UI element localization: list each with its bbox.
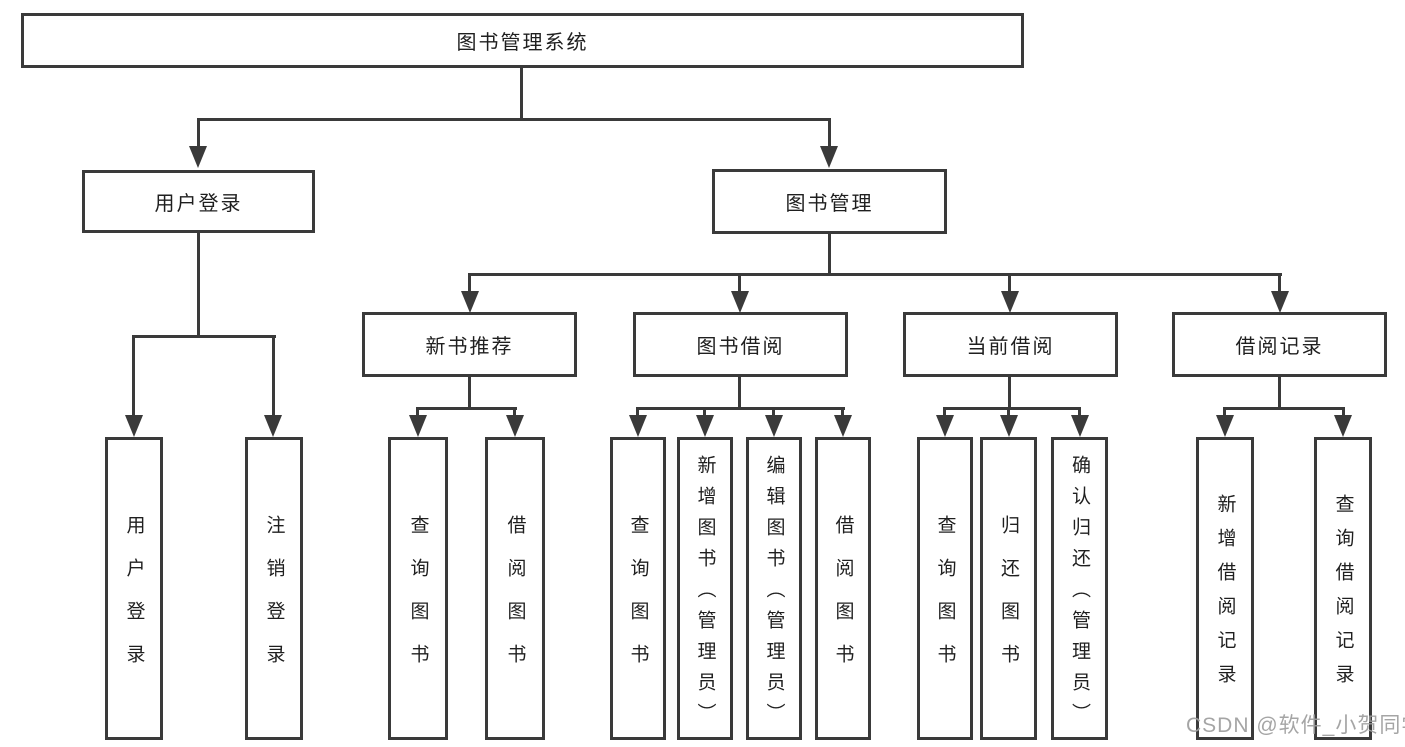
connector-leaf-stem <box>513 407 516 419</box>
arrowhead-icon <box>696 415 714 437</box>
connector-current-bar <box>943 407 1081 410</box>
connector-newbook-stem <box>468 377 471 407</box>
leaf-return-books: 归还图书 <box>980 437 1037 740</box>
connector-root-stem <box>520 68 523 118</box>
connector-leaf-stem <box>738 273 741 293</box>
node-borrow-records-label: 借阅记录 <box>1235 336 1324 358</box>
connector-borrowing-stem <box>738 377 741 407</box>
connector-records-stem <box>1278 377 1281 407</box>
leaf-query-books-3: 查询图书 <box>917 437 973 740</box>
leaf-add-borrow-record: 新增借阅记录 <box>1196 437 1254 740</box>
connector-leaf-stem <box>132 335 135 417</box>
node-user-login-label: 用户登录 <box>154 193 243 215</box>
arrowhead-icon <box>731 291 749 313</box>
connector-leaf-stem <box>772 407 775 419</box>
leaf-add-borrow-record-label: 新增借阅记录 <box>1214 494 1236 698</box>
connector-mgmt-group-stem <box>828 234 831 273</box>
arrowhead-icon <box>820 146 838 168</box>
arrowhead-icon <box>936 415 954 437</box>
node-root-label: 图书管理系统 <box>456 32 589 54</box>
csdn-watermark: CSDN @软件_小贺同学 <box>1186 714 1405 737</box>
leaf-query-books-1-label: 查询图书 <box>407 514 429 687</box>
node-user-login: 用户登录 <box>82 170 315 233</box>
leaf-borrow-books-2-label: 借阅图书 <box>832 514 854 687</box>
connector-newbook-bar <box>416 407 517 410</box>
connector-leaf-stem <box>841 407 844 419</box>
connector-current-stem <box>1008 377 1011 407</box>
connector-leaf-stem <box>416 407 419 419</box>
arrowhead-icon <box>1334 415 1352 437</box>
connector-borrowing-bar <box>636 407 845 410</box>
leaf-query-borrow-record: 查询借阅记录 <box>1314 437 1372 740</box>
leaf-add-book-admin: 新增图书（管理员） <box>677 437 733 740</box>
leaf-query-books-1: 查询图书 <box>388 437 448 740</box>
leaf-query-books-2: 查询图书 <box>610 437 666 740</box>
connector-leaf-stem <box>1223 407 1226 419</box>
leaf-borrow-books-1-label: 借阅图书 <box>504 514 526 687</box>
arrowhead-icon <box>1001 291 1019 313</box>
leaf-return-books-label: 归还图书 <box>998 514 1019 687</box>
node-root: 图书管理系统 <box>21 13 1024 68</box>
leaf-query-borrow-record-label: 查询借阅记录 <box>1332 494 1354 698</box>
arrowhead-icon <box>189 146 207 168</box>
leaf-query-books-2-label: 查询图书 <box>627 514 649 687</box>
connector-leaf-stem <box>1007 407 1010 419</box>
connector-user-group-bar <box>132 335 276 338</box>
connector-leaf-stem <box>468 273 471 293</box>
node-book-management-label: 图书管理 <box>785 193 874 215</box>
arrowhead-icon <box>765 415 783 437</box>
node-book-borrowing-label: 图书借阅 <box>696 336 785 358</box>
arrowhead-icon <box>1071 415 1089 437</box>
arrowhead-icon <box>264 415 282 437</box>
node-book-management: 图书管理 <box>712 169 947 234</box>
leaf-borrow-books-1: 借阅图书 <box>485 437 545 740</box>
arrowhead-icon <box>125 415 143 437</box>
node-current-borrowing: 当前借阅 <box>903 312 1118 377</box>
connector-records-bar <box>1223 407 1345 410</box>
arrowhead-icon <box>506 415 524 437</box>
node-new-book-recommend-label: 新书推荐 <box>425 336 514 358</box>
arrowhead-icon <box>409 415 427 437</box>
connector-level2-bar <box>197 118 831 121</box>
leaf-edit-book-admin-label: 编辑图书（管理员） <box>763 455 785 734</box>
node-book-borrowing: 图书借阅 <box>633 312 848 377</box>
arrowhead-icon <box>1216 415 1234 437</box>
leaf-confirm-return-admin-label: 确认归还（管理员） <box>1069 455 1090 734</box>
leaf-query-books-3-label: 查询图书 <box>934 514 956 687</box>
connector-leaf-stem <box>1278 273 1281 293</box>
leaf-add-book-admin-label: 新增图书（管理员） <box>694 455 716 734</box>
connector-user-login-stem <box>197 118 200 148</box>
connector-book-mgmt-stem <box>828 118 831 148</box>
leaf-user-login: 用户登录 <box>105 437 163 740</box>
arrowhead-icon <box>1271 291 1289 313</box>
node-borrow-records: 借阅记录 <box>1172 312 1387 377</box>
leaf-logout-label: 注销登录 <box>263 514 285 687</box>
connector-leaf-stem <box>1078 407 1081 419</box>
connector-leaf-stem <box>272 335 275 417</box>
connector-level3-bar <box>468 273 1282 276</box>
leaf-confirm-return-admin: 确认归还（管理员） <box>1051 437 1108 740</box>
arrowhead-icon <box>1000 415 1018 437</box>
leaf-user-login-label: 用户登录 <box>123 514 145 687</box>
node-current-borrowing-label: 当前借阅 <box>966 336 1055 358</box>
connector-user-group-stem <box>197 233 200 335</box>
leaf-edit-book-admin: 编辑图书（管理员） <box>746 437 802 740</box>
connector-leaf-stem <box>636 407 639 419</box>
connector-leaf-stem <box>943 407 946 419</box>
arrowhead-icon <box>461 291 479 313</box>
arrowhead-icon <box>834 415 852 437</box>
leaf-borrow-books-2: 借阅图书 <box>815 437 871 740</box>
connector-leaf-stem <box>1342 407 1345 419</box>
node-new-book-recommend: 新书推荐 <box>362 312 577 377</box>
connector-leaf-stem <box>1008 273 1011 293</box>
connector-leaf-stem <box>703 407 706 419</box>
arrowhead-icon <box>629 415 647 437</box>
leaf-logout: 注销登录 <box>245 437 303 740</box>
